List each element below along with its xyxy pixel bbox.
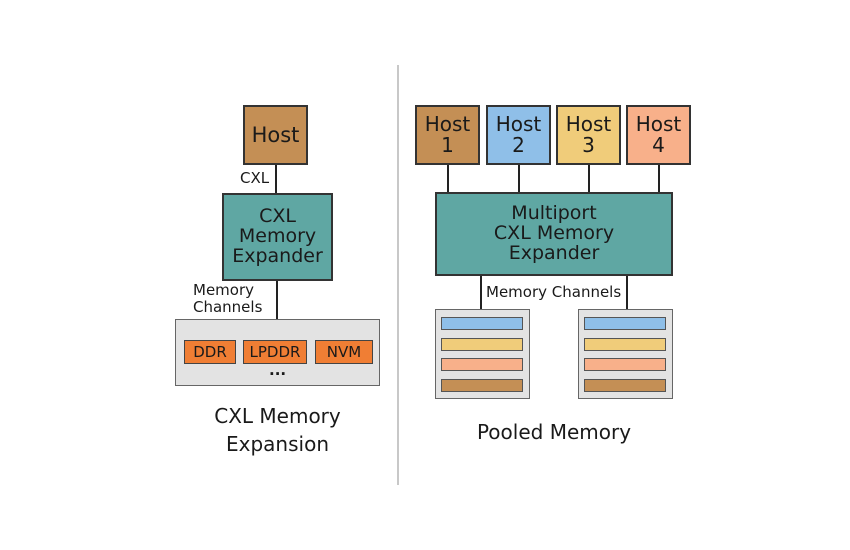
host-label: Host <box>251 122 300 147</box>
pool-channel-right <box>626 276 628 309</box>
cxl-link-label: CXL <box>240 169 270 187</box>
host-3-box: Host 3 <box>556 105 621 165</box>
expander-line-1: CXL <box>259 205 296 228</box>
cxl-link-line <box>275 165 277 193</box>
module-left-bar-1 <box>441 317 523 330</box>
multiport-line-3: Expander <box>508 241 600 264</box>
cxl-memory-expander: CXL Memory Expander <box>222 193 333 281</box>
host-1-number: 1 <box>441 133 454 157</box>
memory-channel-line <box>276 281 278 319</box>
module-left-bar-3 <box>441 358 523 371</box>
host-1-link <box>447 165 449 192</box>
host-4-word: Host <box>635 112 682 136</box>
host-3-number: 3 <box>582 133 595 157</box>
module-right-bar-2 <box>584 338 666 351</box>
expander-line-2: Memory <box>238 225 317 248</box>
host-4-number: 4 <box>652 133 665 157</box>
expander-line-3: Expander <box>232 244 323 267</box>
module-right-bar-1 <box>584 317 666 330</box>
host-4-box: Host 4 <box>626 105 691 165</box>
pool-channel-left <box>480 276 482 309</box>
right-caption: Pooled Memory <box>476 420 632 444</box>
module-left-bar-4 <box>441 379 523 392</box>
host-2-number: 2 <box>512 133 525 157</box>
memory-channels-line-2: Channels <box>193 297 263 316</box>
nvm-chip: NVM <box>315 340 373 364</box>
more-media-ellipsis: ... <box>269 361 287 379</box>
ddr-chip: DDR <box>184 340 236 364</box>
section-divider <box>397 65 399 485</box>
host-3-link <box>588 165 590 192</box>
host-1-word: Host <box>424 112 471 136</box>
lpddr-chip: LPDDR <box>243 340 307 364</box>
host-2-link <box>518 165 520 192</box>
host-2-word: Host <box>495 112 542 136</box>
memory-channels-line-1: Memory <box>193 281 255 299</box>
host-4-link <box>658 165 660 192</box>
module-right-bar-4 <box>584 379 666 392</box>
left-caption-line-1: CXL Memory <box>214 404 341 428</box>
multiport-line-1: Multiport <box>511 202 597 225</box>
host-3-word: Host <box>565 112 612 136</box>
left-caption: CXL Memory Expansion <box>175 402 380 458</box>
left-caption-line-2: Expansion <box>226 432 329 456</box>
host-1-box: Host 1 <box>415 105 480 165</box>
memory-channels-label: Memory Channels <box>193 282 262 315</box>
module-right-bar-3 <box>584 358 666 371</box>
pool-memory-channels-label: Memory Channels <box>486 283 622 301</box>
multiport-line-2: CXL Memory <box>493 222 615 245</box>
module-left-bar-2 <box>441 338 523 351</box>
host-box: Host <box>243 105 308 165</box>
multiport-cxl-memory-expander: Multiport CXL Memory Expander <box>435 192 673 276</box>
host-2-box: Host 2 <box>486 105 551 165</box>
